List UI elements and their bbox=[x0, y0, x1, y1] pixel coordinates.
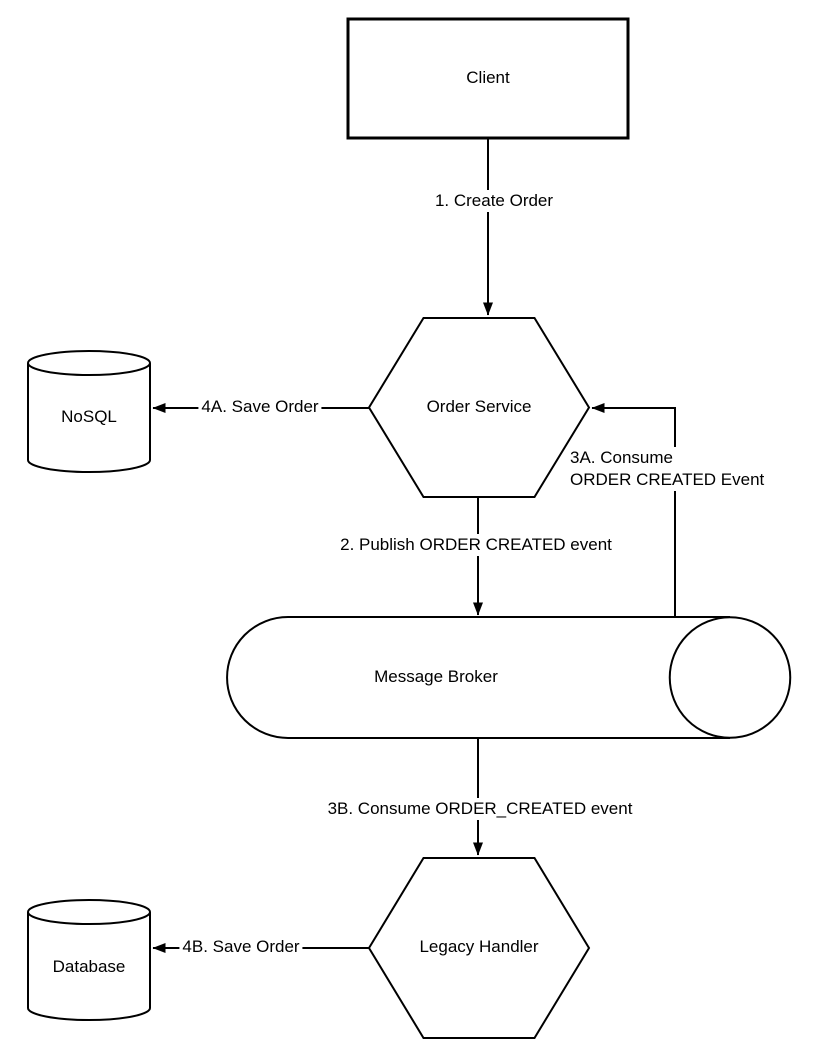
edge-consume-a-label-line2: ORDER CREATED Event bbox=[570, 470, 765, 489]
node-legacy-handler-label: Legacy Handler bbox=[419, 937, 539, 956]
edge-publish-event-label: 2. Publish ORDER CREATED event bbox=[337, 534, 615, 556]
node-nosql-shape-top bbox=[27, 350, 151, 376]
node-message-broker-label: Message Broker bbox=[374, 667, 498, 686]
edge-save-order-b-label: 4B. Save Order bbox=[179, 936, 303, 958]
edge-consume-a-label: 3A. Consume ORDER CREATED Event bbox=[568, 447, 767, 491]
node-message-broker-shape-body bbox=[226, 616, 730, 739]
node-client-label: Client bbox=[466, 68, 510, 87]
node-legacy-handler-shape bbox=[367, 857, 591, 1039]
edge-consume-a-line bbox=[591, 403, 676, 617]
node-database-shape-body bbox=[27, 912, 151, 1021]
edge-save-order-a-label: 4A. Save Order bbox=[198, 396, 322, 418]
node-nosql-shape-body bbox=[27, 363, 151, 473]
edge-consume-b-label: 3B. Consume ORDER_CREATED event bbox=[324, 798, 636, 820]
node-client-shape bbox=[346, 17, 630, 140]
node-database-label: Database bbox=[52, 957, 126, 976]
edge-create-order-label: 1. Create Order bbox=[431, 190, 557, 212]
node-order-service-label: Order Service bbox=[426, 397, 532, 416]
node-nosql-label: NoSQL bbox=[61, 407, 117, 426]
node-order-service-shape bbox=[367, 317, 591, 498]
edge-consume-a-label-line1: 3A. Consume bbox=[570, 448, 673, 467]
node-message-broker-shape-cap bbox=[668, 616, 792, 739]
node-database-shape-top bbox=[27, 899, 151, 925]
